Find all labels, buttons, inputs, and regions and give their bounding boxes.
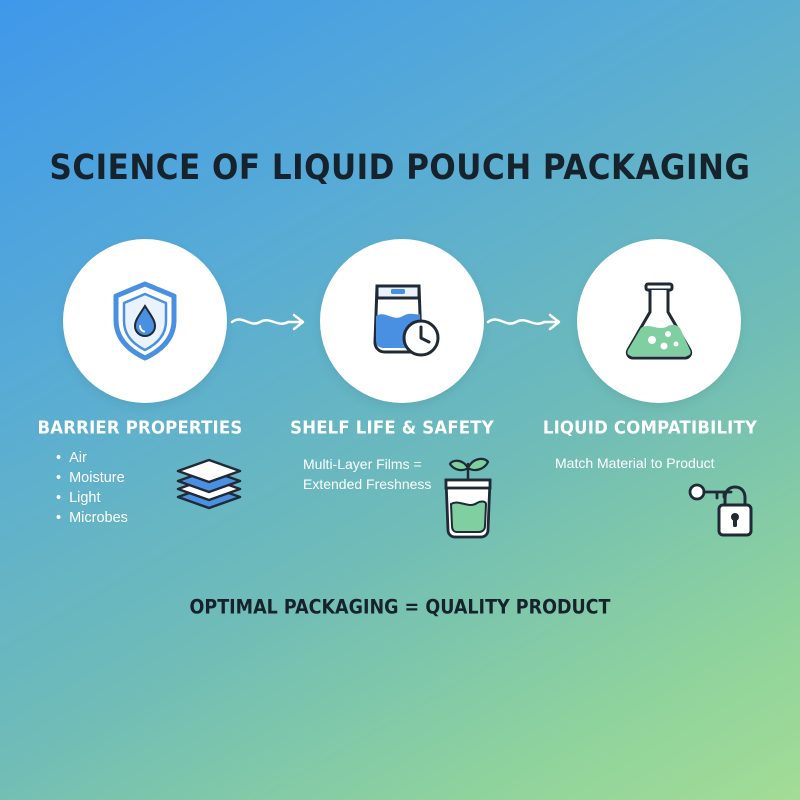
list-item: Microbes — [56, 508, 128, 528]
barrier-properties-circle — [67, 243, 223, 399]
description-line: Match Material to Product — [555, 455, 715, 471]
pouch-clock-icon — [373, 284, 440, 357]
liquid-compatibility-circle — [581, 243, 737, 399]
description-line: Multi-Layer Films = — [303, 456, 422, 472]
shelf-life-description: Multi-Layer Films = Extended Freshness — [303, 454, 453, 494]
liquid-compatibility-description: Match Material to Product — [555, 453, 755, 473]
list-item: Air — [56, 448, 128, 468]
liquid-compatibility-heading: LIQUID COMPATIBILITY — [542, 417, 758, 438]
key-lock-icon — [688, 483, 753, 537]
shelf-life-heading: SHELF LIFE & SAFETY — [290, 417, 494, 438]
description-line: Extended Freshness — [303, 476, 432, 492]
barrier-properties-heading: BARRIER PROPERTIES — [37, 417, 243, 438]
page-title: SCIENCE OF LIQUID POUCH PACKAGING — [49, 147, 751, 189]
barrier-list: Air Moisture Light Microbes — [56, 448, 128, 528]
list-item: Moisture — [56, 468, 128, 488]
film-layers-icon — [176, 458, 242, 510]
shield-water-drop-icon — [113, 281, 177, 361]
footer-tagline: OPTIMAL PACKAGING = QUALITY PRODUCT — [189, 597, 611, 619]
flow-arrow-2 — [486, 313, 561, 331]
list-item: Light — [56, 488, 128, 508]
flask-icon — [625, 282, 693, 360]
pouch-sprout-icon — [444, 457, 492, 539]
flow-arrow-1 — [230, 313, 305, 331]
shelf-life-circle — [324, 243, 480, 399]
